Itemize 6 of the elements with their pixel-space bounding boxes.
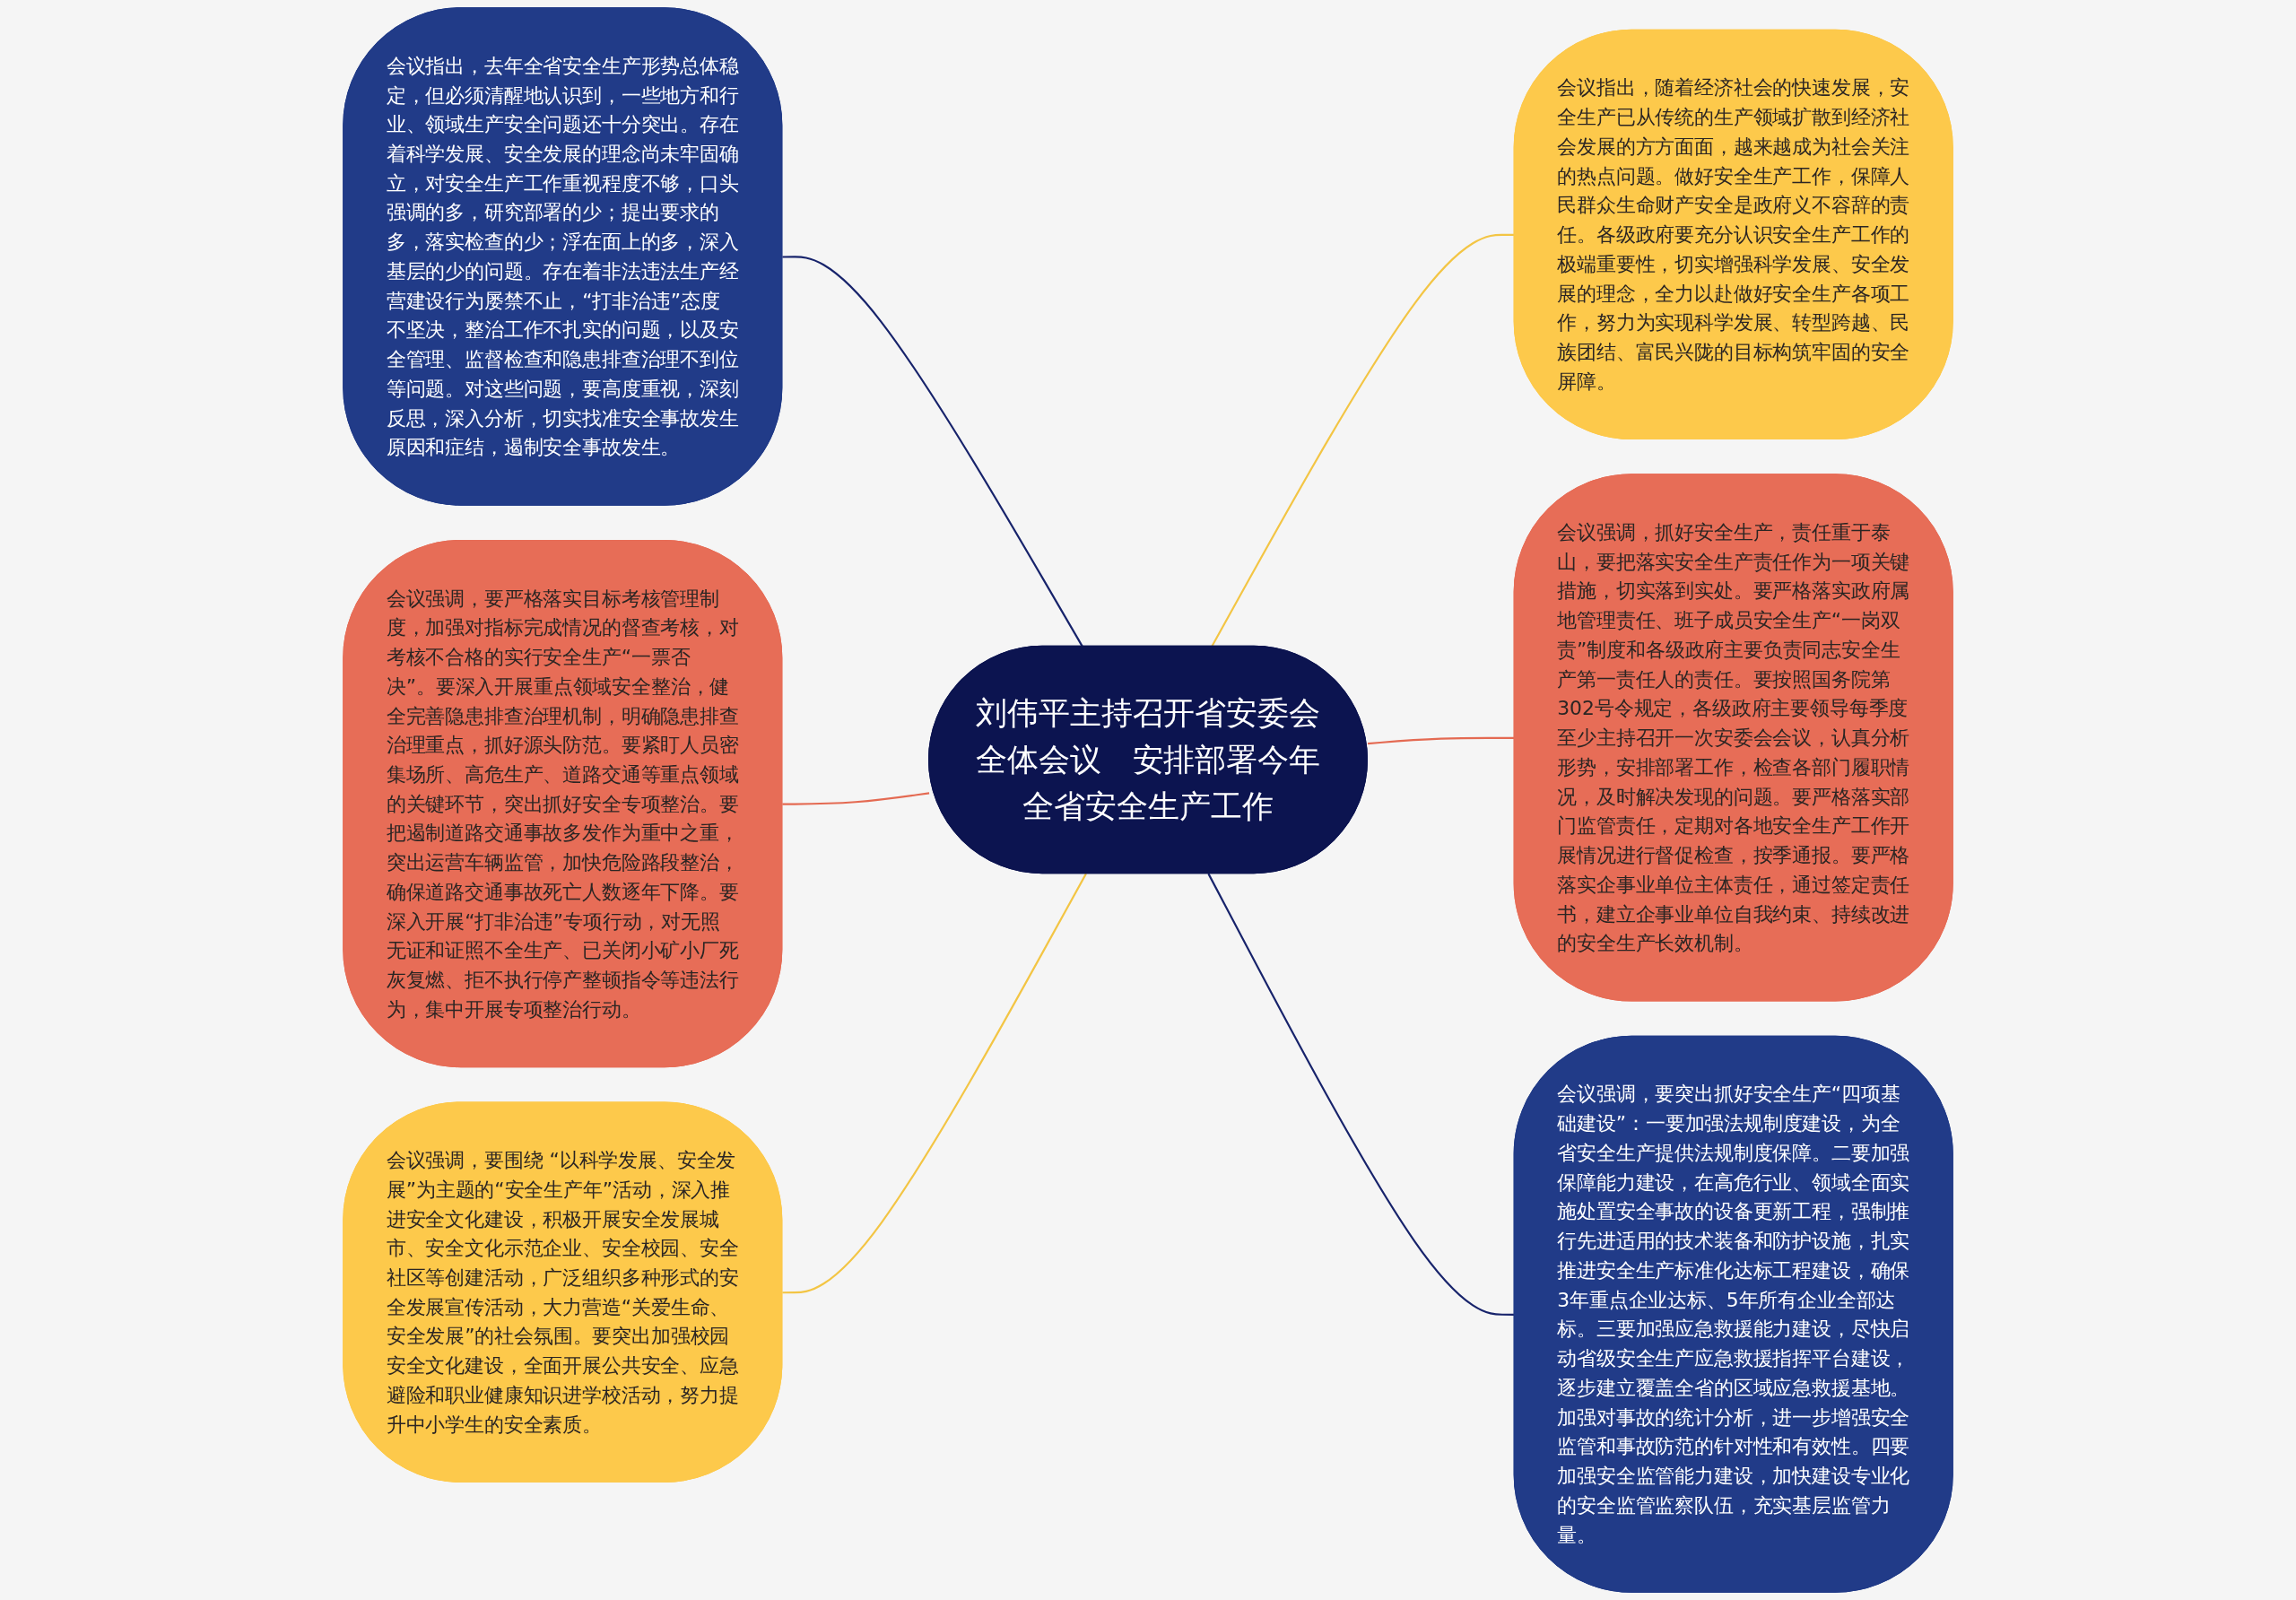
connector: [782, 873, 1087, 1294]
connector: [782, 256, 1083, 648]
connector: [1207, 873, 1515, 1316]
connector: [782, 792, 930, 805]
connector: [1211, 233, 1515, 648]
connector: [1367, 736, 1515, 745]
